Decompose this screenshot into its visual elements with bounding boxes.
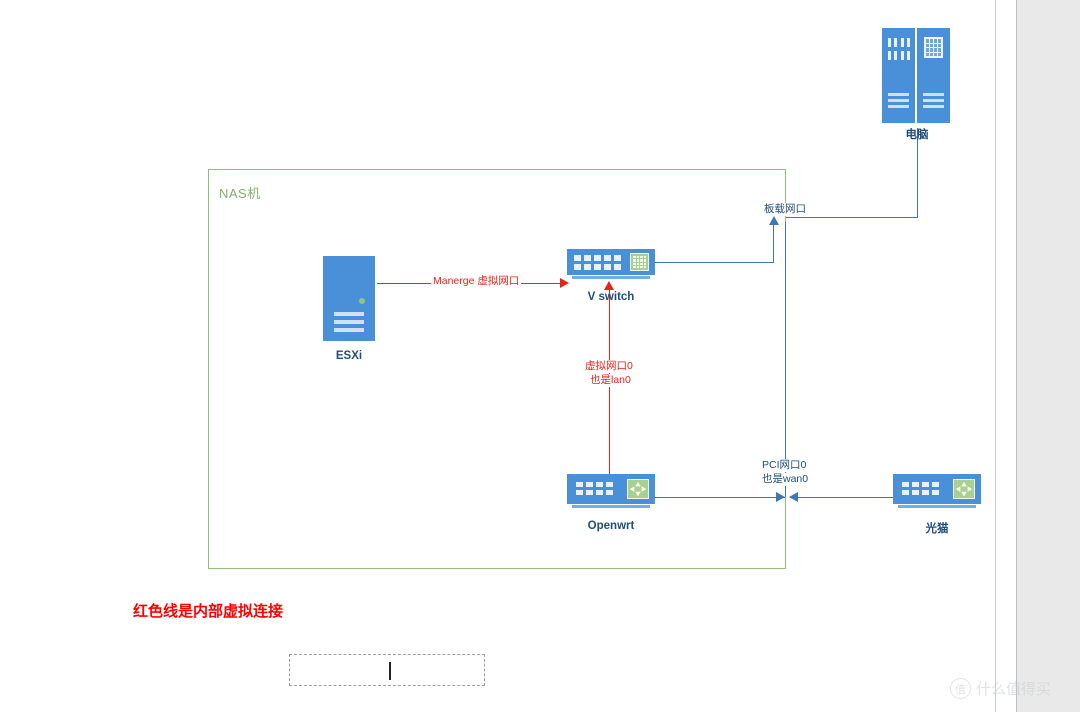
four-way-arrows-icon	[629, 481, 647, 497]
page-right-edge	[995, 0, 996, 712]
computer-slots	[923, 93, 944, 111]
edge-label-manerge-virtual-port: Manerge 虚拟网口	[431, 275, 522, 288]
router-port-grid	[902, 482, 939, 495]
watermark-logo-icon: 值	[950, 678, 971, 699]
node-computer[interactable]: 电脑	[882, 28, 950, 141]
power-led-icon	[359, 298, 365, 304]
page-gutter	[996, 0, 1017, 712]
switch-port-grid	[574, 255, 621, 270]
watermark: 值 什么值得买	[950, 678, 1051, 699]
edge-label-pci-port-0-line2: 也是wan0	[760, 473, 811, 486]
node-modem-label: 光猫	[925, 523, 949, 535]
node-vswitch[interactable]: V switch	[567, 249, 655, 303]
router-port-grid	[576, 482, 613, 495]
page-gutter-edge	[1016, 0, 1017, 712]
node-openwrt[interactable]: Openwrt	[567, 474, 655, 532]
watermark-text: 什么值得买	[976, 681, 1052, 698]
edge-modem-arrowhead	[789, 492, 798, 502]
edge-vswitch-right-segment	[654, 262, 773, 263]
edge-computer-left-segment	[786, 217, 918, 218]
node-openwrt-label: Openwrt	[587, 520, 635, 532]
router-base-shadow	[572, 505, 650, 508]
network-switch-icon	[567, 249, 655, 275]
legend-note-red-line: 红色线是内部虚拟连接	[133, 603, 284, 620]
router-arrows-module-icon	[953, 479, 975, 499]
edge-label-onboard-port: 板载网口	[762, 203, 808, 216]
node-modem[interactable]: 光猫	[893, 474, 981, 535]
switch-module-icon	[630, 253, 649, 271]
router-base-shadow	[898, 505, 976, 508]
edge-esxi-to-vswitch-arrowhead	[560, 278, 569, 288]
node-computer-label: 电脑	[905, 129, 929, 141]
text-input-box[interactable]	[289, 654, 485, 686]
computer-vents	[888, 38, 910, 60]
edge-modem-left-segment	[797, 497, 893, 498]
desktop-computer-icon	[882, 28, 915, 123]
switch-base-shadow	[572, 276, 650, 279]
node-esxi-label: ESXi	[335, 350, 363, 362]
node-esxi[interactable]: ESXi	[323, 256, 375, 362]
router-icon	[567, 474, 655, 504]
node-vswitch-label: V switch	[587, 291, 635, 303]
nas-boundary-label: NAS机	[219, 186, 261, 201]
text-cursor	[389, 662, 391, 680]
page-canvas: NAS机 Manerge 虚拟网口 虚拟网口0 也是lan0 板载网口 PCI网…	[133, 28, 981, 686]
edge-label-virtual-port-0-line2: 也是lan0	[588, 374, 633, 387]
nas-boundary-box	[208, 169, 786, 569]
router-icon	[893, 474, 981, 504]
edge-computer-down-segment	[917, 128, 918, 218]
edge-openwrt-to-vswitch-arrowhead	[604, 281, 614, 290]
app-background-area	[1017, 0, 1080, 712]
edge-label-pci-port-0-line1: PCI网口0	[760, 459, 809, 472]
server-slot	[334, 320, 364, 324]
edge-label-virtual-port-0-line1: 虚拟网口0	[583, 360, 635, 373]
desktop-computer-secondary-icon	[917, 28, 950, 123]
router-arrows-module-icon	[627, 479, 649, 499]
server-slot	[334, 328, 364, 332]
computer-slots	[888, 93, 909, 111]
server-tower-icon	[323, 256, 375, 341]
computer-keypad-icon	[924, 37, 943, 58]
edge-openwrt-right-segment	[654, 497, 785, 498]
server-slot	[334, 312, 364, 316]
edge-wan-trunk-segment	[785, 222, 786, 497]
edge-vswitch-to-onboard-arrowhead	[769, 216, 779, 225]
edge-vswitch-up-segment	[773, 222, 774, 263]
four-way-arrows-icon	[955, 481, 973, 497]
